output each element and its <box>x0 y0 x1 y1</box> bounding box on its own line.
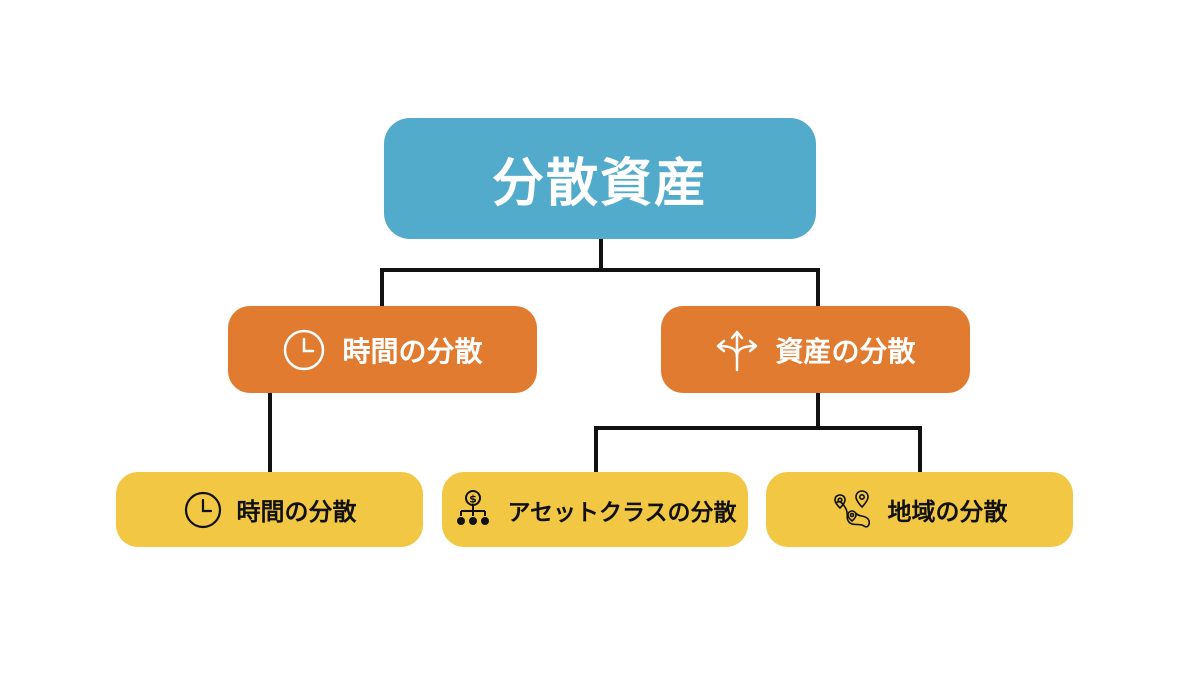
root-node-diversified-assets: 分散資産 <box>384 118 816 239</box>
leaf-node-time-label: 時間の分散 <box>236 498 357 526</box>
leaf-node-asset-class-label: アセットクラスの分散 <box>507 499 737 526</box>
branch-node-asset-label: 資産の分散 <box>775 334 916 368</box>
connector-asset-to-leaves <box>594 391 922 474</box>
leaf-node-asset-class: $ アセットクラスの分散 <box>442 472 748 547</box>
leaf-node-region: 地域の分散 <box>766 472 1073 547</box>
root-node-label: 分散資産 <box>491 154 708 214</box>
connector-root-to-branches <box>380 237 820 308</box>
branch-node-time-label: 時間の分散 <box>342 334 483 368</box>
clock-icon <box>282 328 326 372</box>
map-location-icon <box>832 489 874 531</box>
branch-node-asset: 資産の分散 <box>661 306 970 393</box>
clock-icon <box>183 490 223 530</box>
leaf-node-time: 時間の分散 <box>116 472 423 547</box>
svg-text:$: $ <box>470 492 478 505</box>
investment-network-icon: $ <box>453 489 493 530</box>
split-arrows-icon <box>715 328 759 372</box>
leaf-node-region-label: 地域の分散 <box>887 498 1008 526</box>
branch-node-time: 時間の分散 <box>228 306 537 393</box>
